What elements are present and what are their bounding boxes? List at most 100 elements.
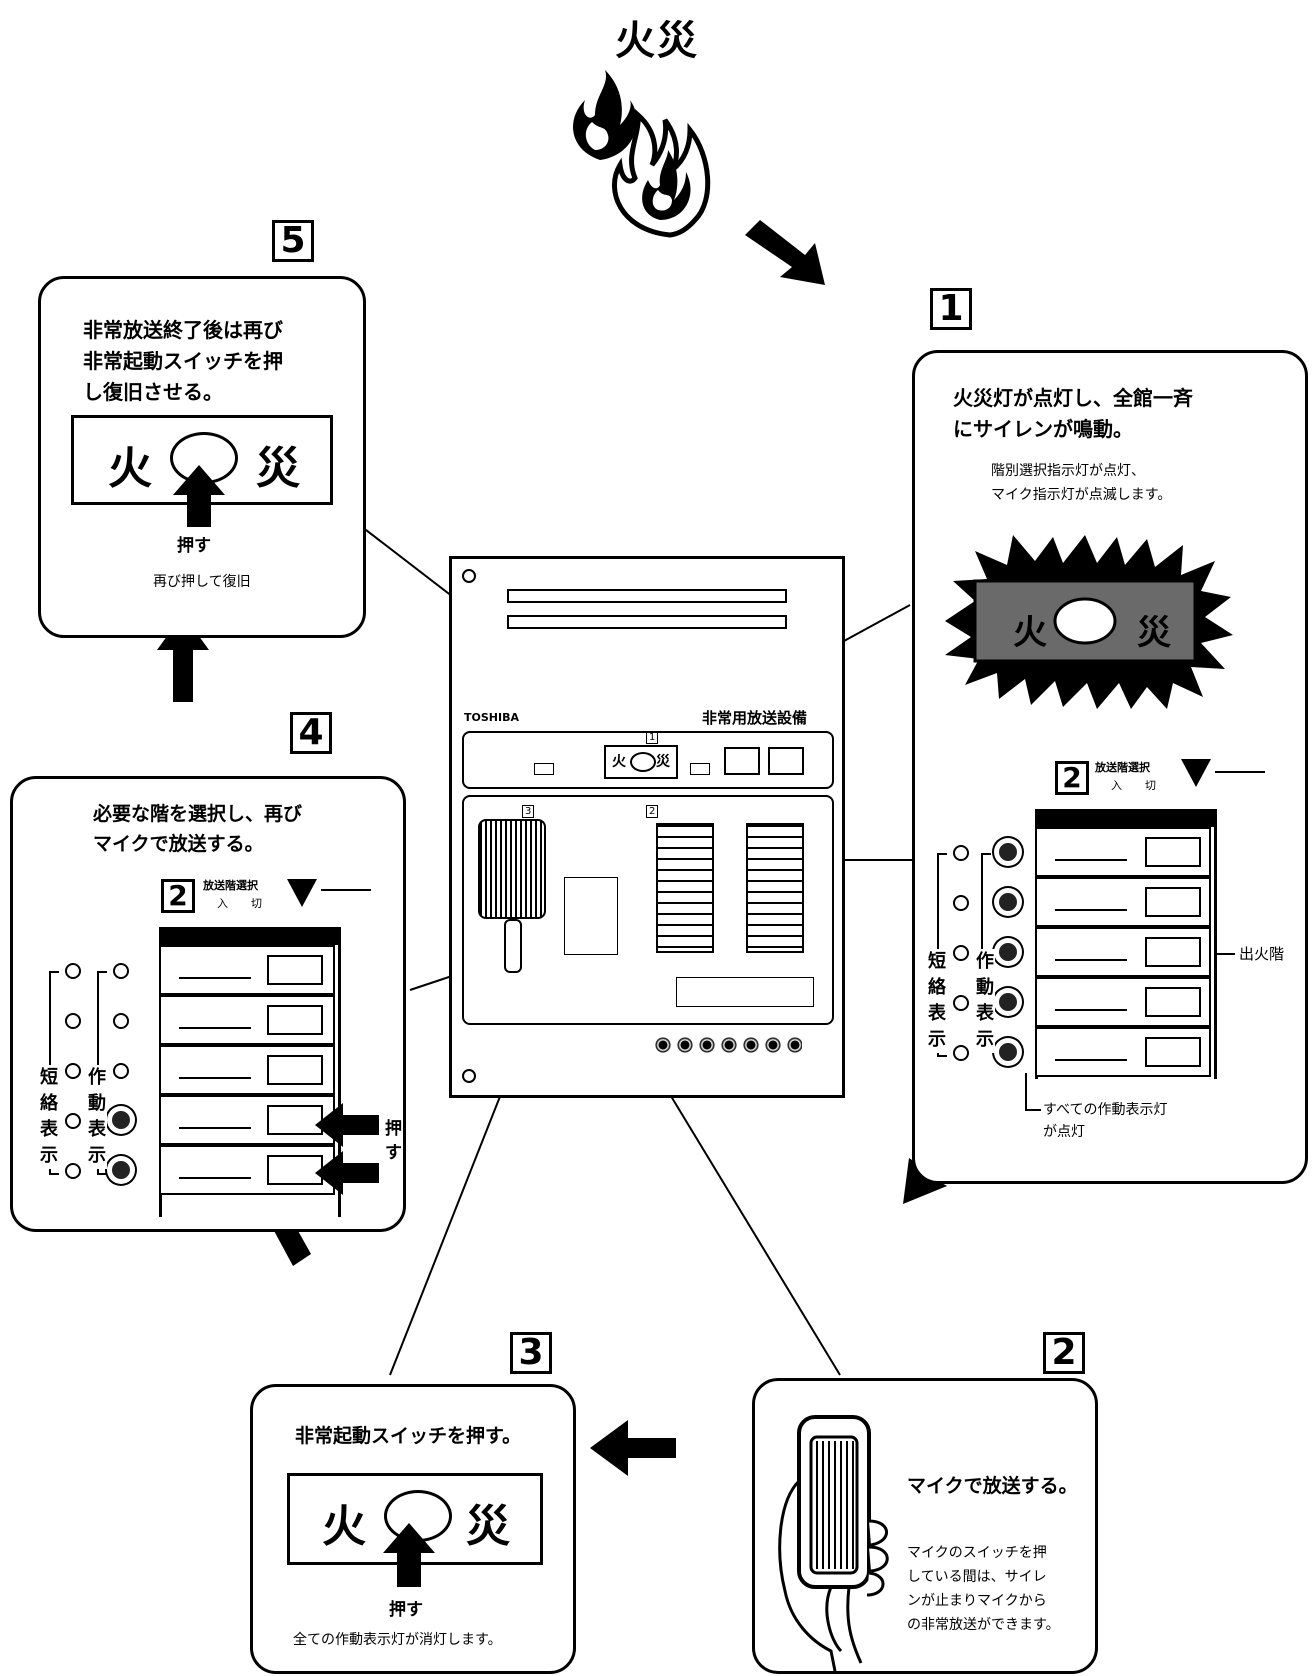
- panel-upper-section: 1 火 災: [462, 731, 834, 789]
- step1-floor-select-label: 放送階選択: [1095, 761, 1150, 774]
- panel-screw: [462, 1069, 476, 1083]
- step1-all-lamps-note: すべての作動表示灯 が点灯: [1043, 1102, 1168, 1140]
- panel-label-2: 2: [646, 805, 659, 818]
- panel-brand: TOSHIBA: [464, 711, 519, 724]
- step4-short-led: [65, 1113, 81, 1129]
- step5-push-label: 押す: [177, 536, 211, 556]
- vent-slot: [507, 615, 787, 629]
- step1-operation-led-lit-icon: [999, 1043, 1017, 1061]
- arrow-step2-to-step3-icon: [590, 1420, 676, 1476]
- step1-lit-fire-button-icon: [945, 535, 1233, 709]
- step3-press-arrow-icon: [383, 1523, 435, 1553]
- step4-short-led: [65, 963, 81, 979]
- step2-instruction: マイクで放送する。: [907, 1475, 1078, 1497]
- panel-fire-left: 火: [612, 754, 626, 770]
- step1-box: 火災灯が点灯し、全館一斉 にサイレンが鳴動。 階別選択指示灯が点灯、 マイク指示…: [912, 350, 1308, 1184]
- step3-push-label: 押す: [389, 1600, 423, 1620]
- step1-floor-switch[interactable]: [1145, 887, 1201, 917]
- panel-fire-oval: [630, 752, 656, 772]
- panel-label-1: 1: [646, 731, 659, 744]
- step4-box: 必要な階を選択し、再び マイクで放送する。 2 放送階選択 入 切 短絡表示 作…: [10, 776, 406, 1232]
- panel-label-3: 3: [522, 805, 535, 818]
- step1-floor-switch[interactable]: [1145, 937, 1201, 967]
- step1-floor-switch[interactable]: [1145, 1037, 1201, 1067]
- panel-instruction-card: [564, 877, 618, 955]
- step2-note: マイクのスイッチを押 している間は、サイレ ンが止まりマイクから の非常放送がで…: [907, 1545, 1060, 1633]
- step4-lamp-leader: [321, 889, 371, 891]
- panel-screw: [462, 569, 476, 583]
- step4-floor-select-label: 放送階選択: [203, 879, 258, 892]
- step4-short-led: [65, 1013, 81, 1029]
- panel-microphone[interactable]: [478, 819, 546, 919]
- step4-indicator-lamp-icon: [287, 879, 317, 907]
- step3-number: 3: [510, 1332, 552, 1374]
- step2-box: マイクで放送する。 マイクのスイッチを押 している間は、サイレ ンが止まりマイク…: [752, 1378, 1098, 1674]
- step1-number: 1: [930, 288, 972, 330]
- step4-floor-switch[interactable]: [267, 1055, 323, 1085]
- panel-lower-section: 3 2: [462, 795, 834, 1025]
- step4-number: 4: [290, 712, 332, 754]
- step4-floor-name-line: [179, 1077, 251, 1079]
- step4-floor-switch[interactable]: [267, 1155, 323, 1185]
- step1-short-led: [953, 995, 969, 1011]
- step1-floor-switch[interactable]: [1145, 837, 1201, 867]
- step4-floor-off-label: 切: [251, 897, 262, 910]
- step5-number: 5: [272, 220, 314, 262]
- control-panel: TOSHIBA 非常用放送設備 1 火 災 3 2: [449, 556, 845, 1098]
- step4-press-arrow-icon: [315, 1151, 379, 1195]
- step1-floor-name-line: [1055, 959, 1127, 961]
- step4-operation-indicator-label: 作動表示: [87, 1065, 107, 1169]
- step1-all-lamps-leader: [1025, 1073, 1041, 1111]
- step4-operation-led: [113, 1063, 129, 1079]
- panel-jacks: [652, 1035, 802, 1055]
- step3-note: 全ての作動表示灯が消灯します。: [293, 1632, 502, 1648]
- step1-instruction: 火災灯が点灯し、全館一斉 にサイレンが鳴動。: [953, 386, 1193, 441]
- step4-short-led: [65, 1163, 81, 1179]
- step1-note: 階別選択指示灯が点灯、 マイク指示灯が点滅します。: [991, 463, 1172, 503]
- step4-floor-on-label: 入: [217, 897, 228, 910]
- step4-press-arrow-icon: [315, 1103, 379, 1147]
- step1-lit-fire-left: 火: [1013, 613, 1047, 653]
- step4-floor-name-line: [179, 1027, 251, 1029]
- page-title: 火災: [615, 18, 699, 64]
- panel-small-button[interactable]: [534, 763, 554, 775]
- step4-short-indicator-label: 短絡表示: [39, 1065, 59, 1169]
- step4-floor-switch[interactable]: [267, 955, 323, 985]
- step5-press-arrow-shaft: [187, 493, 211, 527]
- step1-floor-switch[interactable]: [1145, 987, 1201, 1017]
- step4-push-label: 押 す: [385, 1119, 402, 1163]
- panel-title: 非常用放送設備: [702, 709, 808, 727]
- step1-operation-led-lit-icon: [999, 993, 1017, 1011]
- step4-stack-header: [162, 927, 338, 945]
- panel-selector-right: [746, 823, 804, 953]
- arrow-fire-to-step1-icon: [745, 220, 825, 285]
- step1-short-led: [953, 945, 969, 961]
- step1-fire-floor-leader: [1215, 953, 1235, 955]
- hand-held-microphone-icon: [778, 1415, 889, 1671]
- panel-fire-button[interactable]: 火 災: [604, 745, 678, 779]
- panel-knob-strip: [676, 977, 814, 1007]
- panel-meter: [724, 747, 760, 775]
- panel-small-button[interactable]: [690, 763, 710, 775]
- step4-operation-led: [113, 1013, 129, 1029]
- step5-fire-right: 災: [256, 443, 300, 494]
- step5-fire-left: 火: [108, 443, 152, 494]
- step4-instruction: 必要な階を選択し、再び マイクで放送する。: [93, 803, 303, 855]
- panel-mic-cord: [504, 919, 522, 973]
- step4-floor-name-line: [179, 977, 251, 979]
- step1-floor-row: [1035, 927, 1211, 977]
- panel-meter: [768, 747, 804, 775]
- step4-short-led: [65, 1063, 81, 1079]
- step4-floor-switch[interactable]: [267, 1005, 323, 1035]
- step1-fire-floor-label: 出火階: [1239, 945, 1285, 963]
- fire-icon: [573, 70, 711, 238]
- step1-operation-led-lit-icon: [999, 943, 1017, 961]
- panel-fire-right: 災: [656, 754, 670, 770]
- panel-selector-left: [656, 823, 714, 953]
- step1-operation-led-lit-icon: [999, 893, 1017, 911]
- step2-number: 2: [1043, 1332, 1085, 1374]
- vent-slot: [507, 589, 787, 603]
- step1-floor-name-line: [1055, 1059, 1127, 1061]
- step3-fire-left: 火: [322, 1501, 366, 1552]
- step1-short-led: [953, 845, 969, 861]
